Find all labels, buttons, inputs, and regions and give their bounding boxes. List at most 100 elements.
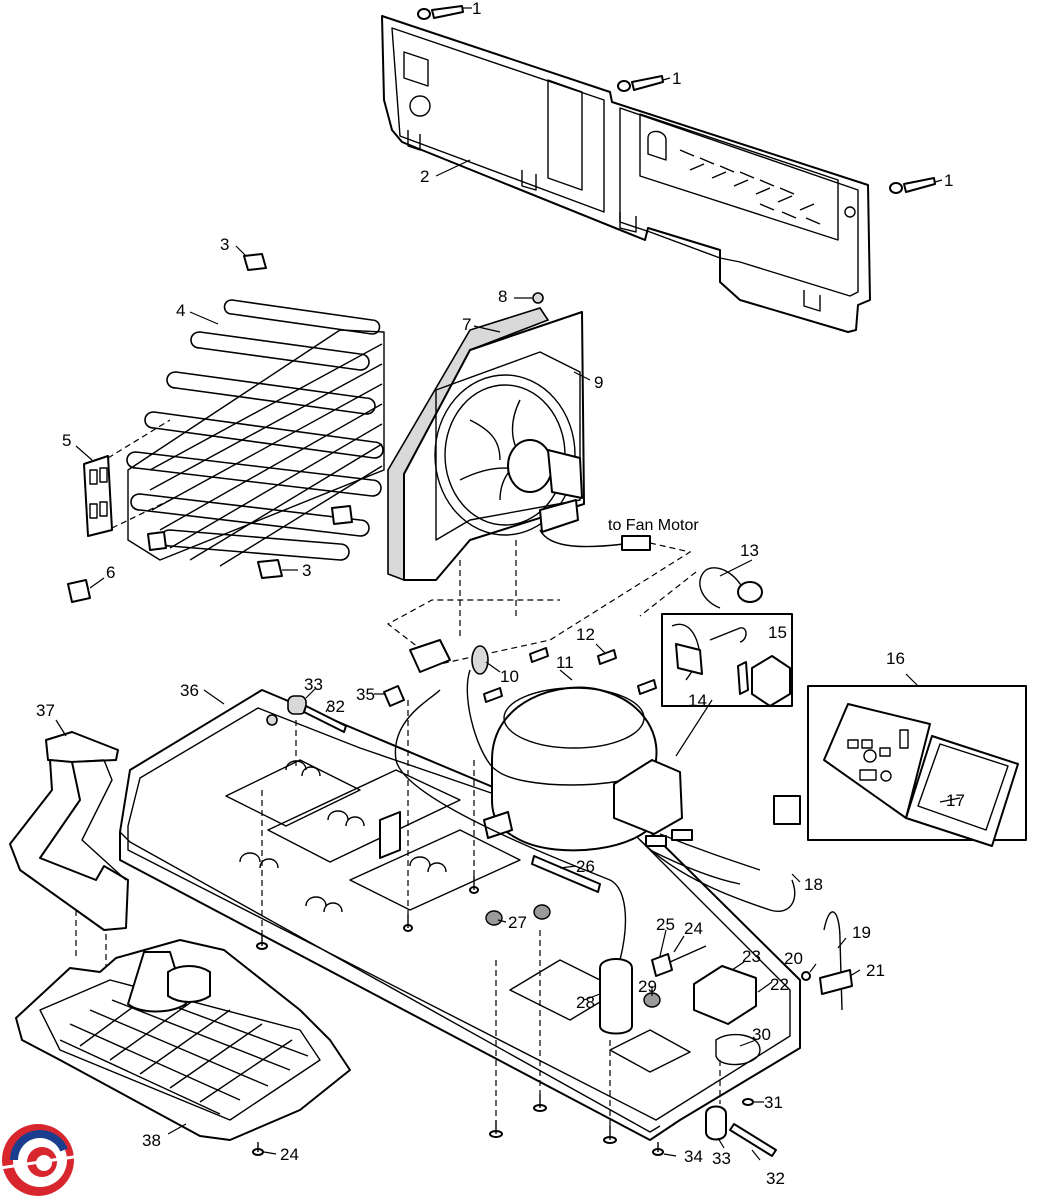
control-board-inset [807,685,1027,847]
coil-bracket [83,455,113,537]
callout-38: 38 [142,1131,161,1150]
callout-33b: 33 [712,1149,731,1168]
clip-12c [483,687,503,703]
grommet-33-bottom [705,1105,727,1141]
evaporator-coil [126,299,385,567]
strip-26 [531,855,601,893]
suction-tube [394,689,627,961]
screw-top [417,5,464,20]
pin-32-top [303,705,347,733]
screw-middle [617,75,664,92]
screw-31 [742,1098,754,1106]
callout-labels: 1 1 1 2 3 3 4 5 6 7 8 9 10 11 12 13 14 1… [36,0,965,1188]
fan-motor-wire [539,529,625,548]
pin-32-bottom [729,1123,777,1157]
coil-clip-left [147,531,167,551]
grommet [532,292,544,304]
back-panel [381,15,871,333]
callout-25: 25 [656,915,675,934]
wire-clip-35 [383,685,405,707]
grommet-27b [533,904,551,920]
compressor-wiring [639,795,801,912]
callout-12: 12 [576,625,595,644]
callout-37: 37 [36,701,55,720]
tube-insulation [471,645,489,675]
fan-motor-note: to Fan Motor [608,517,699,534]
callout-3a: 3 [220,235,229,254]
assembly-lines [75,700,721,1126]
callout-26: 26 [576,857,595,876]
callout-20: 20 [784,949,803,968]
screw-right [889,177,936,194]
callout-27: 27 [508,913,527,932]
clip-12d [637,679,657,695]
callout-22: 22 [770,975,789,994]
drain-tray [15,939,351,1141]
mount-30 [715,1033,761,1066]
sensor-clip-21 [819,969,853,995]
callout-1b: 1 [672,69,681,88]
callout-16: 16 [886,649,905,668]
callout-32b: 32 [766,1169,785,1188]
callout-4: 4 [176,301,185,320]
coil-clip-top [243,253,267,271]
connector-25 [651,953,673,977]
callout-3b: 3 [302,561,311,580]
callout-10: 10 [500,667,519,686]
callout-11: 11 [556,653,574,672]
callout-32a: 32 [326,697,345,716]
screw-24-tray [252,1142,264,1156]
brand-logo [0,1124,81,1196]
callout-1a: 1 [472,0,481,18]
fan-shroud [387,307,585,582]
screw-34 [652,1142,664,1156]
clip-12a [529,647,549,663]
callout-28: 28 [576,993,595,1012]
loose-clip [67,579,91,603]
relay-cover [613,759,683,835]
callout-8: 8 [498,287,507,306]
callout-31: 31 [764,1093,783,1112]
callout-24a: 24 [684,919,703,938]
washer-36 [266,714,278,726]
callout-36: 36 [180,681,199,700]
callout-33a: 33 [304,675,323,694]
fan-motor-connector [621,535,651,551]
callout-17: 17 [946,791,965,810]
callout-13: 13 [740,541,759,560]
sensor-19 [823,911,843,1011]
callout-29: 29 [638,977,657,996]
callout-35: 35 [356,685,375,704]
callout-9: 9 [594,373,603,392]
compressor [483,686,658,852]
foot-screws [403,876,617,1144]
callout-5: 5 [62,431,71,450]
callout-30: 30 [752,1025,771,1044]
callout-18: 18 [804,875,823,894]
tubing-clamp [409,639,451,673]
callout-6: 6 [106,563,115,582]
callout-19: 19 [852,923,871,942]
callout-2: 2 [420,167,429,186]
screw-20 [801,971,811,981]
callout-15: 15 [768,623,787,642]
side-bracket [9,731,129,931]
callout-1c: 1 [944,171,953,190]
clip-12b [597,649,617,665]
coil-clip-right [331,505,353,525]
capacitor-28 [599,958,633,1035]
grommet-27a [485,910,503,926]
junction-box-23 [693,965,757,1025]
screw-24-base [256,936,268,950]
wire-24 [669,945,707,963]
leader-lines [55,7,961,1161]
callout-23: 23 [742,947,761,966]
grommet-33-top [287,695,307,715]
callout-14: 14 [688,691,707,710]
callout-34: 34 [684,1147,703,1166]
callout-24b: 24 [280,1145,299,1164]
callout-21: 21 [866,961,885,980]
callout-7: 7 [462,315,471,334]
coil-clip-bottom [257,559,283,579]
